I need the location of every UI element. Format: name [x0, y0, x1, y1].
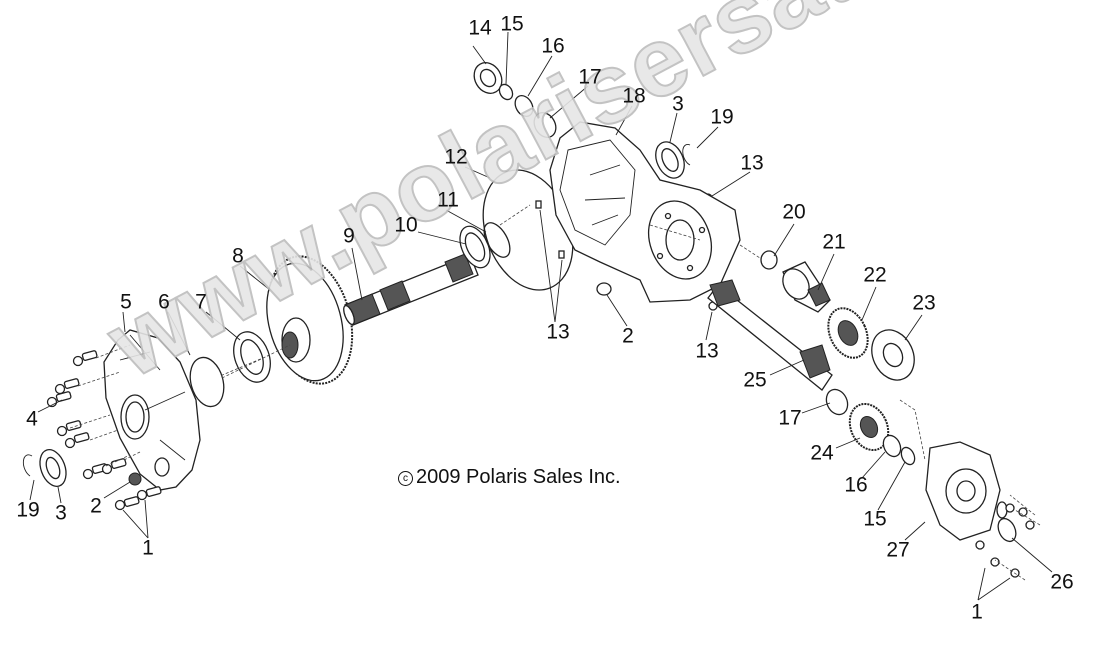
- callout-part-1[interactable]: 1: [142, 536, 154, 560]
- bolts-left: [46, 344, 162, 511]
- callout-part-19[interactable]: 19: [710, 105, 734, 129]
- shaft-part-9: [343, 253, 479, 326]
- assembly-centerlines: [219, 204, 761, 379]
- callout-part-17[interactable]: 17: [778, 406, 802, 430]
- callout-part-26[interactable]: 26: [1050, 570, 1074, 594]
- callout-part-16[interactable]: 16: [844, 473, 868, 497]
- callout-part-21[interactable]: 21: [822, 230, 846, 254]
- callout-part-12[interactable]: 12: [444, 145, 468, 169]
- top-seal-stack: [473, 62, 691, 179]
- bearing-part-7: [233, 331, 271, 383]
- copyright-symbol-icon: c: [398, 471, 413, 486]
- callout-part-15[interactable]: 15: [500, 12, 524, 36]
- callout-part-6[interactable]: 6: [158, 290, 170, 314]
- callout-part-19[interactable]: 19: [16, 498, 40, 522]
- callout-part-5[interactable]: 5: [120, 290, 132, 314]
- callout-part-24[interactable]: 24: [810, 441, 834, 465]
- callout-part-23[interactable]: 23: [912, 291, 936, 315]
- callout-part-17[interactable]: 17: [578, 65, 602, 89]
- callout-part-7[interactable]: 7: [195, 290, 207, 314]
- callout-part-11[interactable]: 11: [437, 188, 459, 212]
- callout-part-13[interactable]: 13: [740, 151, 764, 175]
- callout-part-27[interactable]: 27: [886, 538, 910, 562]
- callout-part-4[interactable]: 4: [26, 407, 38, 431]
- callout-part-22[interactable]: 22: [863, 263, 887, 287]
- callout-part-10[interactable]: 10: [394, 213, 418, 237]
- right-cover-part-27: [899, 399, 1041, 581]
- callout-part-18[interactable]: 18: [622, 84, 646, 108]
- callout-part-20[interactable]: 20: [782, 200, 806, 224]
- main-housing-part-18: [549, 121, 741, 303]
- callout-part-2[interactable]: 2: [622, 324, 634, 348]
- copyright-text: 2009 Polaris Sales Inc.: [416, 466, 621, 488]
- seal-and-clip-left: [22, 449, 67, 487]
- callout-part-3[interactable]: 3: [672, 92, 684, 116]
- callout-part-9[interactable]: 9: [343, 224, 355, 248]
- right-gear-train: [707, 250, 916, 466]
- callout-part-1[interactable]: 1: [971, 600, 983, 624]
- leader-lines: [29, 31, 1053, 601]
- callout-part-13[interactable]: 13: [695, 339, 719, 363]
- callout-part-3[interactable]: 3: [55, 501, 67, 525]
- callout-part-2[interactable]: 2: [90, 494, 102, 518]
- callout-part-16[interactable]: 16: [541, 34, 565, 58]
- housing-cover-part-5: [103, 329, 201, 491]
- callout-part-25[interactable]: 25: [743, 368, 767, 392]
- callout-part-8[interactable]: 8: [232, 244, 244, 268]
- callout-part-15[interactable]: 15: [863, 507, 887, 531]
- callout-part-13[interactable]: 13: [546, 320, 570, 344]
- callout-part-14[interactable]: 14: [468, 16, 492, 40]
